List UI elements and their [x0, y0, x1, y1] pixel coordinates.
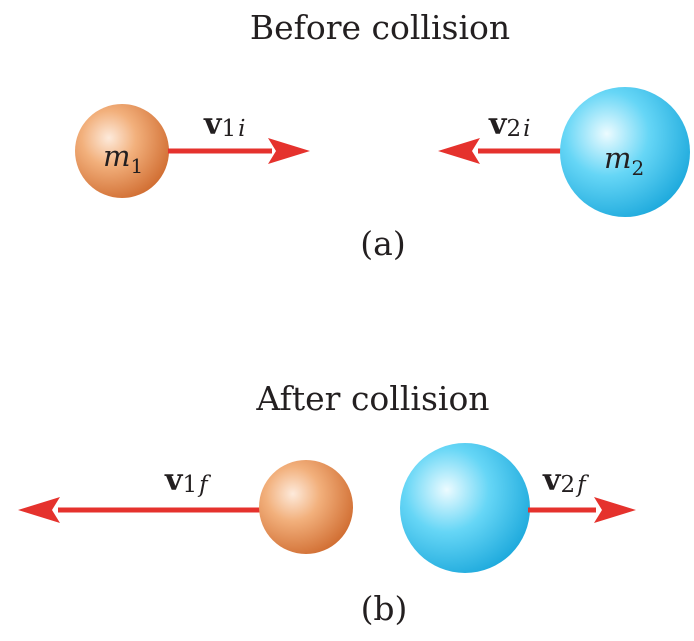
ball-m2-after: [400, 443, 530, 573]
ball-m1-after: [259, 460, 353, 554]
label-v2i-symbol: v: [488, 107, 508, 142]
arrow-v2i: [438, 138, 566, 164]
label-v1f-num: 1: [182, 472, 197, 498]
panel-a-label: (a): [360, 224, 405, 263]
ball-m1-label: m1: [103, 139, 143, 178]
panel-b-label: (b): [361, 589, 408, 628]
label-v1f: v1f: [164, 463, 211, 498]
label-v1i-num: 1: [221, 116, 236, 142]
label-v1i-var: i: [238, 116, 245, 142]
ball-m2: m2: [560, 87, 690, 217]
label-v2f-symbol: v: [542, 463, 562, 498]
ball-m1-sphere: [75, 104, 169, 198]
label-v2i-num: 2: [506, 116, 521, 142]
panel-a-title: Before collision: [250, 8, 510, 47]
ball-m1-symbol: m: [103, 139, 131, 173]
ball-m1-subscript: 1: [131, 154, 144, 178]
arrow-v1f-head: [18, 497, 60, 523]
panel-b-title: After collision: [255, 379, 489, 418]
arrow-v2f: [528, 497, 636, 523]
label-v1i-symbol: v: [203, 107, 223, 142]
label-v1f-symbol: v: [164, 463, 184, 498]
arrow-v1i: [168, 138, 310, 164]
label-v1f-var: f: [197, 472, 211, 498]
label-v2i-var: i: [523, 116, 530, 142]
label-v1i: v1i: [203, 107, 245, 142]
panel-a: Before collision m1 v1i v2i m2: [75, 8, 690, 263]
panel-b: After collision v1f v2f (b): [18, 379, 636, 628]
ball-m2-subscript: 2: [632, 156, 645, 180]
arrow-v2f-head: [594, 497, 636, 523]
label-v2f-num: 2: [560, 472, 575, 498]
ball-m2-symbol: m: [604, 141, 632, 175]
ball-m2-sphere: [560, 87, 690, 217]
arrow-v1i-head: [268, 138, 310, 164]
ball-m1: m1: [75, 104, 169, 198]
label-v2f-var: f: [575, 472, 589, 498]
label-v2i: v2i: [488, 107, 530, 142]
arrow-v1f: [18, 497, 262, 523]
ball-m2-label: m2: [604, 141, 644, 180]
label-v2f: v2f: [542, 463, 589, 498]
arrow-v2i-head: [438, 138, 480, 164]
